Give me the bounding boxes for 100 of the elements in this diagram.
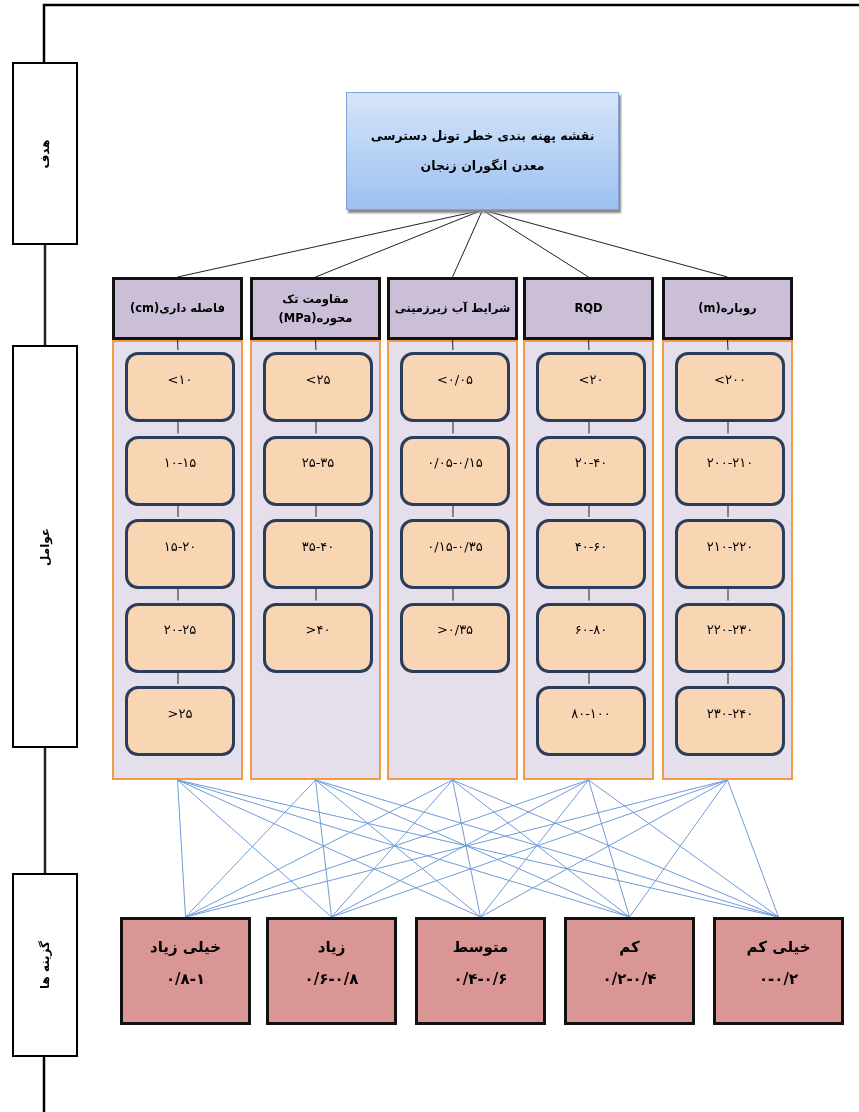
connector-line [315,419,317,434]
class-range-box [536,435,646,506]
class-range-box [125,686,235,756]
factor-name: شرایط آب زیرزمینی [393,300,512,318]
connector-line [588,339,590,351]
option-range: ۰/۴-۰/۶ [453,970,508,988]
class-range-box [400,602,510,673]
range-value: ۸۰-۱۰۰ [571,705,611,721]
connector-line [315,209,483,278]
link-line [315,779,630,918]
option-range: ۰-۰/۲ [758,970,799,988]
connector-line [588,503,590,518]
class-range-box [536,519,646,589]
class-range-box [536,352,646,422]
factor-header-box [112,277,243,340]
class-range-box [675,686,785,756]
class-range-box [263,352,373,422]
class-range-box [536,686,646,756]
class-range-box [675,435,785,506]
connector-line [177,670,179,685]
connector-line [727,503,729,518]
option-name: متوسط [452,938,509,956]
connector-line [727,670,729,685]
class-range-box [263,602,373,673]
connector-line [177,503,179,518]
factor-column-panel [112,340,243,780]
factor-column-panel [250,340,381,780]
range-value: ۲۳۰-۲۴۰ [706,705,754,721]
range-value: ۶۰-۸۰ [574,622,608,637]
connector-line [588,586,590,601]
link-line [480,779,589,918]
link-line [315,779,481,918]
connector-line [482,209,589,278]
range-value: ۲۵-۳۵ [301,455,335,470]
range-value: <۰/۰۵ [436,371,474,387]
link-line [452,779,630,918]
connector-line [727,339,729,351]
option-name: زیاد [317,938,346,956]
link-line [588,779,630,918]
range-value: <۱۰ [167,371,193,387]
connector-line [452,586,454,601]
factor-name: فاصله داری(cm) [129,300,226,318]
class-range-box [675,352,785,422]
link-line [331,779,453,918]
link-line [480,779,728,918]
option-box [713,917,844,1025]
class-range-box [263,435,373,506]
link-line [331,779,589,918]
range-value: >۰/۳۵ [436,622,474,637]
section-label: هدف [38,138,52,169]
link-line [629,779,728,918]
class-range-box [675,519,785,589]
connector-line [727,419,729,434]
range-value: <۲۰ [578,371,604,387]
connector-line [727,586,729,601]
class-range-box [536,602,646,673]
link-line [315,779,332,918]
option-range: ۰/۲-۰/۴ [602,970,657,988]
link-line [177,779,186,918]
factor-name: روباره(m) [697,300,758,318]
range-value: ۲۰-۴۰ [574,455,608,470]
class-range-box [400,519,510,589]
class-range-box [400,435,510,506]
side-label-box [12,62,78,245]
side-label-box [12,345,78,748]
option-box [120,917,251,1025]
range-value: <۲۰۰ [714,371,746,387]
option-box [415,917,546,1025]
connector-line [452,209,483,278]
range-value: ۱۰-۱۵ [163,455,197,470]
link-line [452,779,481,918]
link-line [185,779,316,918]
option-box [266,917,397,1025]
connector-line [482,209,728,278]
factor-column-panel [662,340,793,780]
factor-name: RQD [573,300,604,318]
factor-header-box [387,277,518,340]
option-range: ۰/۸-۱ [165,970,206,988]
connector-line [452,339,454,351]
option-name: کم [619,938,640,956]
option-box [564,917,695,1025]
range-value: ۲۲۰-۲۳۰ [706,622,754,637]
side-label-box [12,873,78,1057]
goal-box [346,92,619,210]
section-label: گزینه ها [38,940,52,990]
class-range-box [125,352,235,422]
range-value: ۰/۰۵-۰/۱۵ [427,455,483,470]
range-value: ۴۰-۶۰ [574,538,608,554]
connector-line [588,419,590,434]
range-value: >۴۰ [305,622,331,637]
link-line [727,779,779,918]
connector-line [315,503,317,518]
range-value: ۱۵-۲۰ [163,538,197,554]
link-line [588,779,779,918]
range-value: ۲۱۰-۲۲۰ [706,538,754,554]
range-value: ۲۰۰-۲۱۰ [706,455,754,470]
factor-name: مقاومت تک محوره(MPa) [277,291,354,327]
factor-column-panel [387,340,518,780]
range-value: <۲۵ [305,371,331,387]
class-range-box [125,519,235,589]
